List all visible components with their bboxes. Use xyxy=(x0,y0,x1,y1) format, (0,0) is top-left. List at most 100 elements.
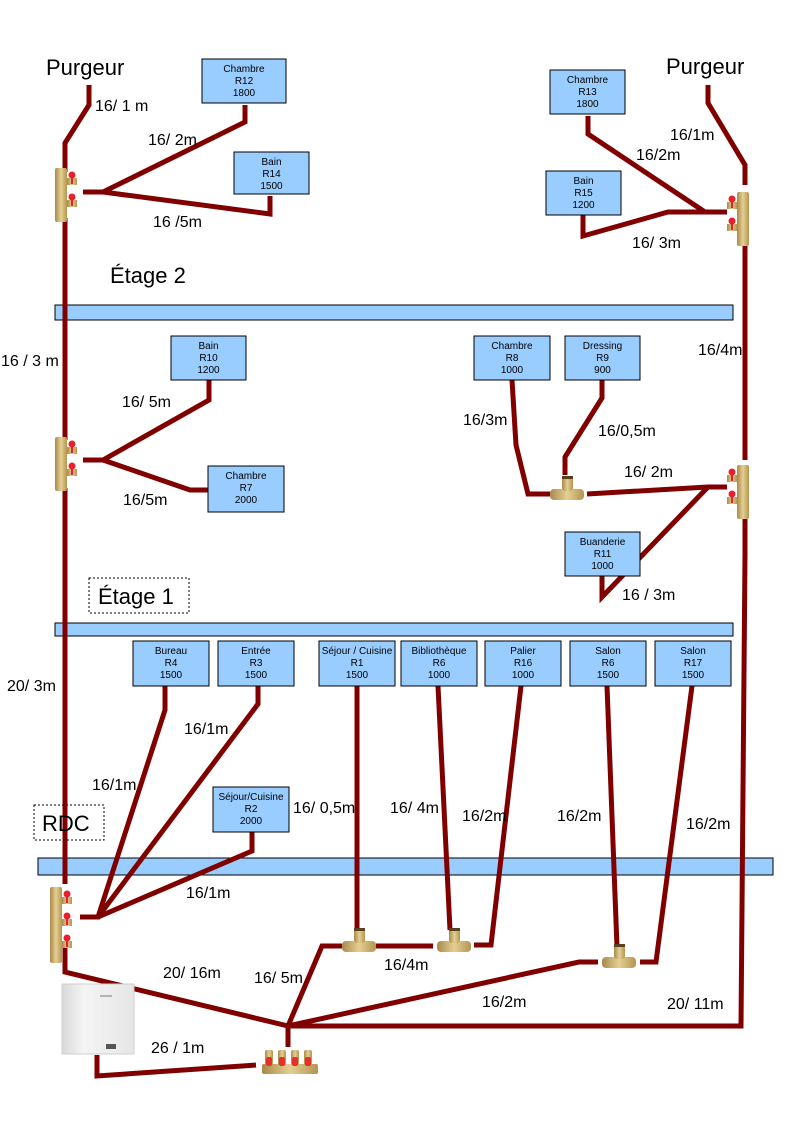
valve-manifold-icon xyxy=(727,465,749,519)
valve-manifold-icon xyxy=(55,437,77,491)
pipe-riser-right-bottom xyxy=(288,515,748,1029)
room-box-rect xyxy=(549,69,626,115)
room-box-rect xyxy=(654,640,732,687)
room-ref: R2 xyxy=(245,804,258,815)
room-box-rect xyxy=(207,465,285,513)
room-name: Salon xyxy=(595,646,621,657)
pipe-r6b xyxy=(604,685,620,948)
pipe-label: 16/2m xyxy=(686,816,730,833)
room-power: 1500 xyxy=(160,670,183,681)
room-power: 1500 xyxy=(597,670,620,681)
pipe-label: 16/2m xyxy=(636,147,680,164)
room-box-rect xyxy=(569,640,647,687)
room-name: Chambre xyxy=(225,471,267,482)
pipe-label: 20/ 3m xyxy=(7,678,56,695)
pipe-label: 16/5m xyxy=(123,492,167,509)
pipe-branch-rdc1 xyxy=(285,943,342,1027)
room-power: 1000 xyxy=(428,670,451,681)
floor-slab-etage1 xyxy=(54,622,734,637)
room-box-rect xyxy=(318,640,396,687)
pipe-r15 xyxy=(580,209,705,240)
tee-fitting-icon xyxy=(550,476,584,500)
room-power: 1000 xyxy=(501,365,524,376)
pipe-r8 xyxy=(509,379,550,497)
room-box-rect xyxy=(484,640,562,687)
pipe-r3 xyxy=(96,686,261,919)
room-power: 1500 xyxy=(682,670,705,681)
room-power: 2000 xyxy=(235,495,258,506)
valve-manifold-icon xyxy=(50,887,72,963)
room-power: 1500 xyxy=(245,670,268,681)
room-power: 1200 xyxy=(572,200,595,211)
room-box-rect xyxy=(132,640,210,687)
level-label-etage1: Étage 1 xyxy=(98,584,174,609)
pipe-label: 16/ 3m xyxy=(632,235,681,252)
pipe-r9 xyxy=(562,380,605,475)
pipe-label: 16/ 2m xyxy=(148,132,197,149)
room-ref: R14 xyxy=(262,169,281,180)
room-ref: R10 xyxy=(199,353,218,364)
room-power: 1800 xyxy=(576,99,599,110)
pipe-label: 16/4m xyxy=(384,957,428,974)
pipe-label: 16/1m xyxy=(670,127,714,144)
room-box-rect xyxy=(170,335,247,381)
pipe-label: 16/ 5m xyxy=(122,394,171,411)
room-box-rect xyxy=(564,335,641,381)
room-ref: R4 xyxy=(165,658,178,669)
room-box-rect xyxy=(545,170,622,216)
pipe-label: 20/ 11m xyxy=(667,996,724,1013)
room-box-rect xyxy=(233,151,310,195)
pipe-label: 16/1m xyxy=(186,885,230,902)
room-box-rect xyxy=(473,335,551,381)
room-name: Bibliothèque xyxy=(411,646,466,657)
pipe-label: 16/ 5m xyxy=(254,970,303,987)
room-ref: R1 xyxy=(351,658,364,669)
pipe-r6a xyxy=(435,685,453,931)
level-label-rdc: RDC xyxy=(42,811,90,836)
pipe-r2 xyxy=(97,832,255,920)
pipe-r12 xyxy=(83,105,248,195)
room-power: 1200 xyxy=(197,365,220,376)
pipe-label: 16 /5m xyxy=(153,214,202,231)
room-ref: R12 xyxy=(235,76,254,87)
room-power: 1500 xyxy=(346,670,369,681)
room-power: 1800 xyxy=(233,88,256,99)
room-power: 1000 xyxy=(591,561,614,572)
room-ref: R7 xyxy=(240,483,253,494)
room-ref: R8 xyxy=(506,353,519,364)
pipe-label: 16 / 3m xyxy=(622,587,675,604)
room-box-rect xyxy=(212,786,290,833)
pipe-purgeur-right xyxy=(705,85,748,185)
collector-manifold-icon xyxy=(262,1050,318,1074)
pipe-label: 16 / 3 m xyxy=(1,353,59,370)
pipe-branch-rdc2 xyxy=(287,959,598,1029)
room-name: Séjour/Cuisine xyxy=(218,792,283,803)
level-label-etage2: Étage 2 xyxy=(110,263,186,288)
purgeur-left-label: Purgeur xyxy=(46,55,124,80)
room-power: 900 xyxy=(594,365,611,376)
room-name: Séjour / Cuisine xyxy=(322,646,393,657)
pipe-r14 xyxy=(102,189,273,217)
pipe-r4 xyxy=(80,686,168,920)
pipe-r10 xyxy=(83,380,212,463)
room-power: 1000 xyxy=(512,670,535,681)
valve-manifold-icon xyxy=(55,168,77,222)
pipe-label: 16/4m xyxy=(698,342,742,359)
room-name: Buanderie xyxy=(580,537,626,548)
boiler-icon xyxy=(61,983,135,1055)
pipe-label: 16/ 1 m xyxy=(95,98,148,115)
pipe-label: 16/2m xyxy=(462,808,506,825)
pipe-label: 16/2m xyxy=(482,994,526,1011)
room-ref: R16 xyxy=(514,658,533,669)
